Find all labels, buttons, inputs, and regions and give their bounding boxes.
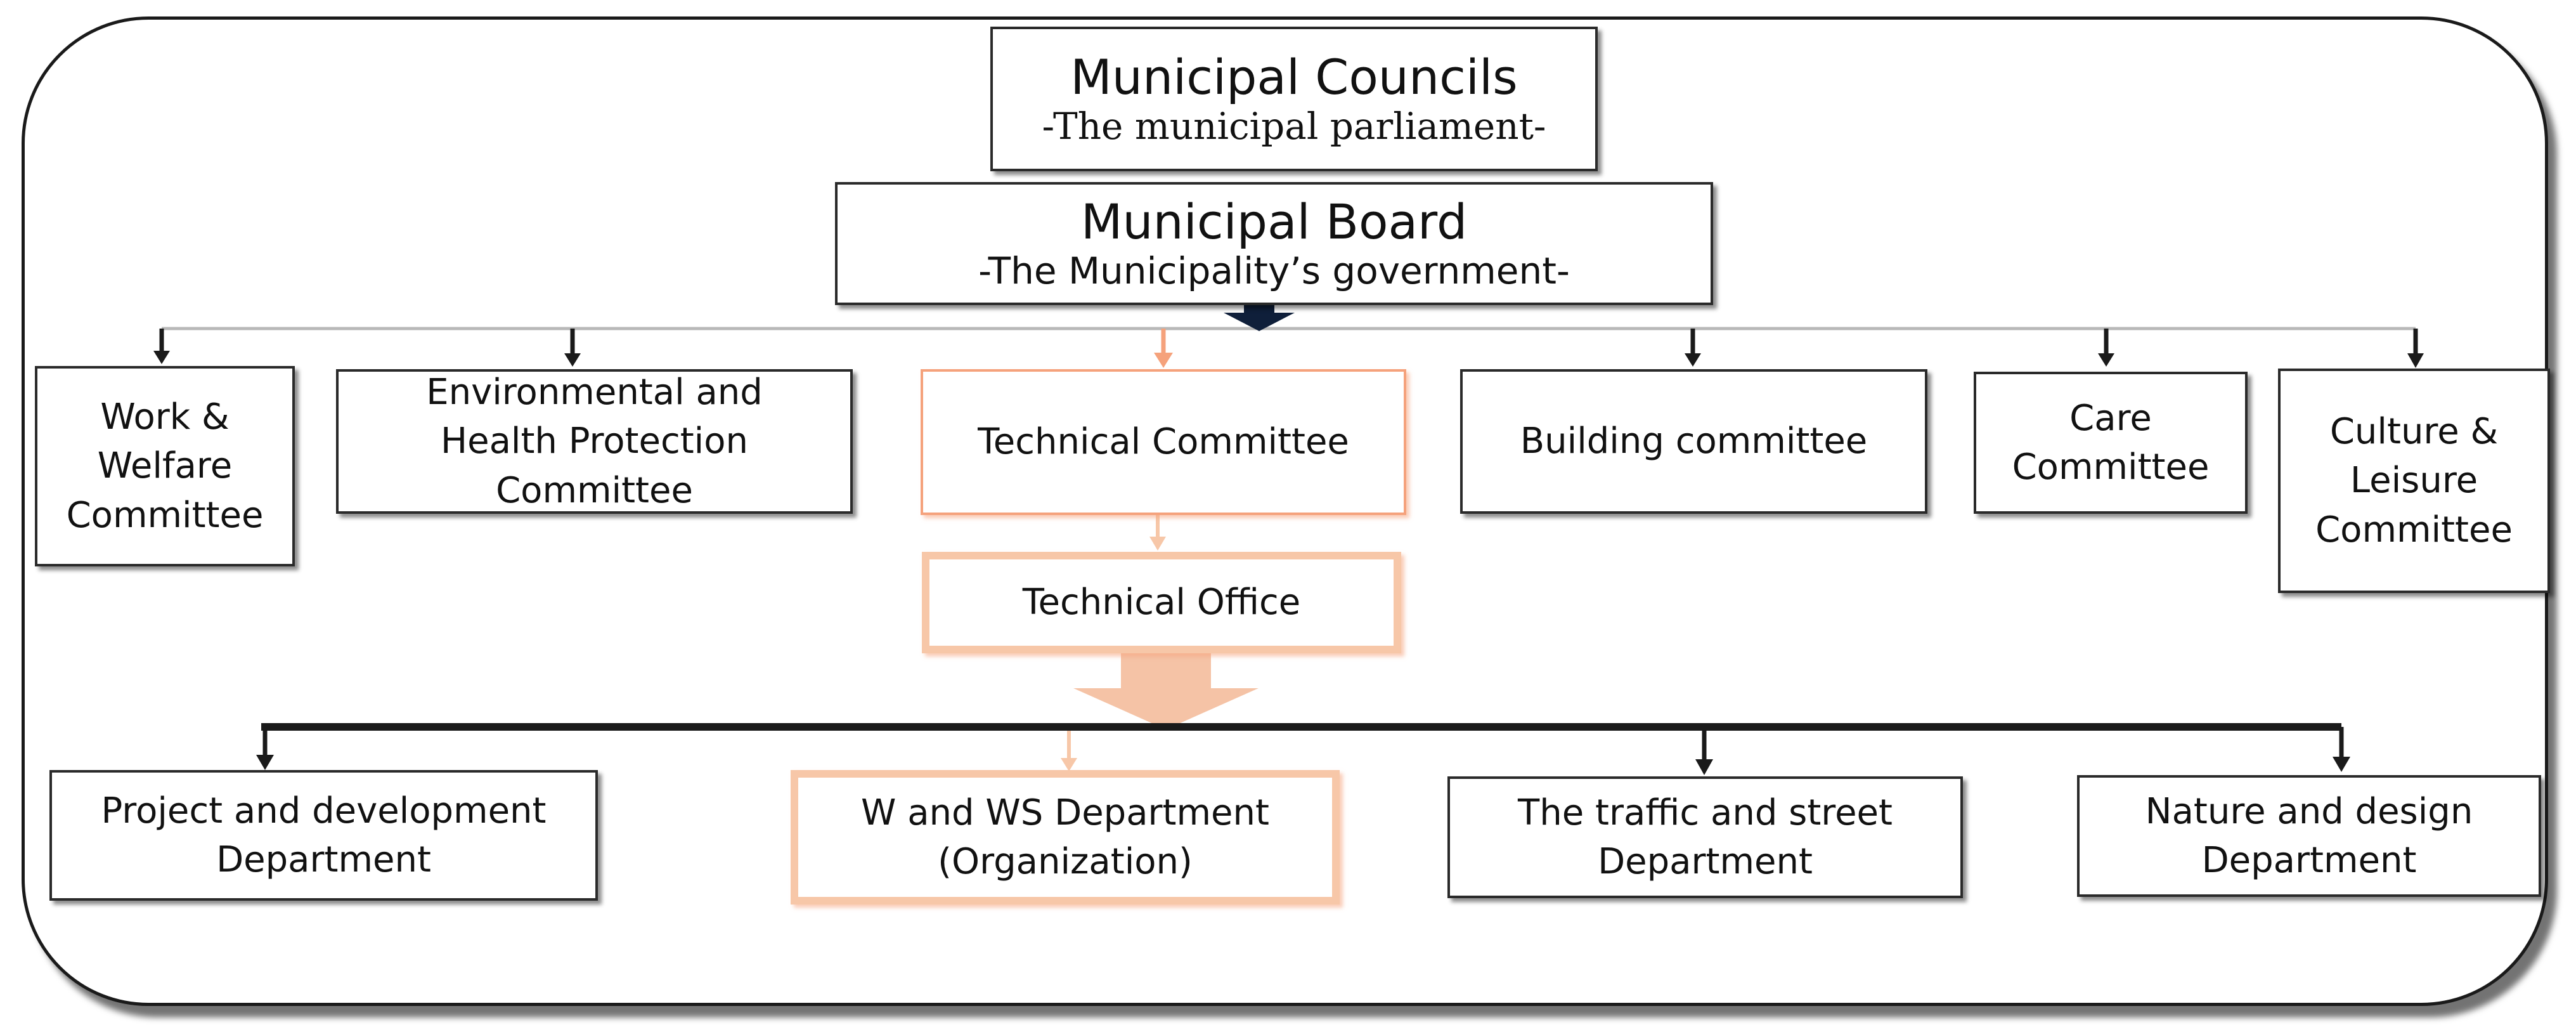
municipal-councils-box: Municipal Councils -The municipal parlia…: [990, 27, 1598, 171]
arrow-to-environmental-health: [564, 329, 581, 367]
w-ws-department-line-2: (Organization): [938, 841, 1193, 882]
w-ws-department-box: W and WS Department (Organization): [791, 770, 1340, 905]
nature-design-department-box: Nature and design Department: [2077, 775, 2541, 897]
work-welfare-line-2: Welfare: [97, 445, 233, 487]
municipal-board-subtitle: -The Municipality’s government-: [978, 249, 1570, 292]
technical-office-down-arrow: [1073, 652, 1259, 729]
work-welfare-committee-box: Work & Welfare Committee: [35, 366, 295, 566]
project-development-line-1: Project and development: [101, 790, 547, 832]
technical-office-label: Technical Office: [1022, 582, 1301, 624]
technical-office-box: Technical Office: [922, 552, 1401, 653]
w-ws-department-line-1: W and WS Department: [861, 792, 1269, 833]
building-committee-box: Building committee: [1460, 369, 1927, 514]
arrow-to-care-committee: [2098, 329, 2114, 367]
arrow-to-nature-design: [2333, 727, 2350, 772]
traffic-street-line-2: Department: [1598, 841, 1813, 882]
building-committee-label: Building committee: [1520, 421, 1868, 462]
care-committee-line-1: Care: [2069, 397, 2152, 439]
work-welfare-line-1: Work &: [100, 396, 230, 438]
arrow-to-traffic-street: [1695, 727, 1713, 775]
environmental-health-committee-box: Environmental and Health Protection Comm…: [336, 369, 853, 514]
environmental-health-line-3: Committee: [496, 469, 693, 511]
environmental-health-line-1: Environmental and: [426, 372, 763, 414]
culture-leisure-committee-box: Culture & Leisure Committee: [2278, 369, 2550, 593]
arrow-to-w-ws-department: [1061, 731, 1077, 771]
arrow-to-technical-committee: [1154, 329, 1173, 368]
arrow-to-building-committee: [1685, 329, 1701, 367]
culture-leisure-line-1: Culture &: [2329, 411, 2499, 453]
project-development-department-box: Project and development Department: [49, 770, 598, 901]
arrow-to-work-welfare: [153, 329, 170, 364]
care-committee-box: Care Committee: [1974, 372, 2248, 514]
work-welfare-line-3: Committee: [66, 494, 264, 536]
municipal-board-box: Municipal Board -The Municipality’s gove…: [835, 182, 1713, 305]
municipal-councils-title: Municipal Councils: [1070, 48, 1518, 105]
board-down-arrow: [1224, 295, 1295, 331]
project-development-line-2: Department: [216, 839, 431, 880]
traffic-street-department-box: The traffic and street Department: [1447, 776, 1963, 898]
technical-committee-label: Technical Committee: [978, 421, 1349, 463]
arrow-to-technical-office: [1149, 515, 1166, 551]
nature-design-line-2: Department: [2201, 840, 2417, 881]
nature-design-line-1: Nature and design: [2145, 790, 2473, 832]
environmental-health-line-2: Health Protection: [441, 421, 748, 462]
traffic-street-line-1: The traffic and street: [1518, 792, 1893, 833]
municipal-councils-subtitle: -The municipal parliament-: [1042, 104, 1546, 148]
arrow-to-project-development: [256, 727, 274, 770]
care-committee-line-2: Committee: [2012, 447, 2210, 488]
culture-leisure-line-2: Leisure: [2350, 460, 2478, 502]
municipal-board-title: Municipal Board: [1080, 193, 1468, 250]
arrow-to-culture-leisure: [2407, 329, 2424, 368]
culture-leisure-line-3: Committee: [2315, 509, 2513, 551]
technical-committee-box: Technical Committee: [921, 369, 1406, 515]
